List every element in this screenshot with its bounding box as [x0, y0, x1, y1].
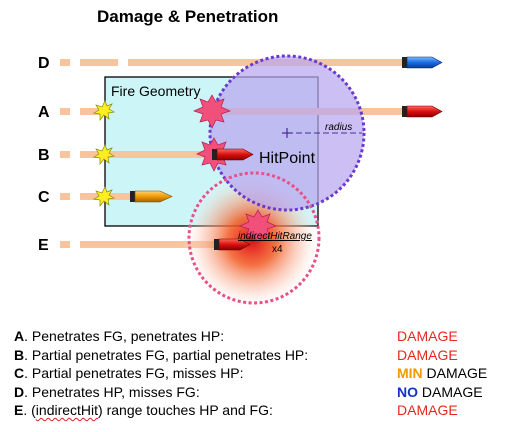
spark-icon: [93, 144, 115, 165]
rocket-d: [402, 56, 443, 69]
legend-result: DAMAGE: [397, 402, 458, 418]
damage-penetration-diagram: Damage & Penetration: [38, 7, 443, 311]
spark-icon: [93, 100, 115, 121]
legend-desc: C. Partial penetrates FG, misses HP:: [14, 365, 244, 381]
impact-burst-icon: [239, 209, 277, 244]
impact-burst-icon: [193, 94, 231, 129]
legend-result: MIN DAMAGE: [397, 365, 488, 381]
indirect-hit-range-label: indirectHitRange: [238, 231, 312, 242]
legend-row-c: C. Partial penetrates FG, misses HP: MIN…: [14, 365, 504, 384]
legend-row-d: D. Penetrates HP, misses FG: NO DAMAGE: [14, 384, 504, 403]
row-label-d: D: [38, 55, 50, 72]
spark-icon: [93, 186, 115, 207]
legend-result: DAMAGE: [397, 328, 458, 344]
legend-result: DAMAGE: [397, 346, 458, 363]
legend-desc: A. Penetrates FG, penetrates HP:: [14, 328, 225, 344]
rocket-e: [214, 238, 251, 251]
multiplier-label: x4: [272, 244, 283, 255]
row-label-a: A: [38, 104, 50, 121]
rocket-a: [402, 105, 443, 118]
legend: A. Penetrates FG, penetrates HP: DAMAGE …: [14, 328, 504, 421]
radius-label: radius: [325, 122, 352, 133]
rocket-c: [130, 190, 173, 203]
legend-desc: D. Penetrates HP, misses FG:: [14, 383, 200, 400]
trail-d: [60, 59, 403, 66]
row-label-e: E: [38, 237, 49, 254]
row-label-c: C: [38, 189, 50, 206]
diagram-title: Damage & Penetration: [97, 7, 278, 26]
row-label-b: B: [38, 147, 50, 164]
trail-b: [60, 151, 212, 158]
fire-geometry-label: Fire Geometry: [111, 83, 200, 99]
trail-e: [60, 241, 214, 248]
legend-desc: B. Partial penetrates FG, partial penetr…: [14, 346, 309, 363]
indirect-hit-range-circle: [187, 171, 321, 305]
legend-row-a: A. Penetrates FG, penetrates HP: DAMAGE: [14, 328, 504, 347]
legend-result: NO DAMAGE: [397, 383, 483, 400]
legend-desc: E. (indirectHit) range touches HP and FG…: [14, 402, 273, 418]
rocket-b: [212, 148, 254, 161]
hitpoint-label: HitPoint: [259, 150, 316, 167]
legend-row-e: E. (indirectHit) range touches HP and FG…: [14, 402, 504, 421]
legend-row-b: B. Partial penetrates FG, partial penetr…: [14, 347, 504, 366]
